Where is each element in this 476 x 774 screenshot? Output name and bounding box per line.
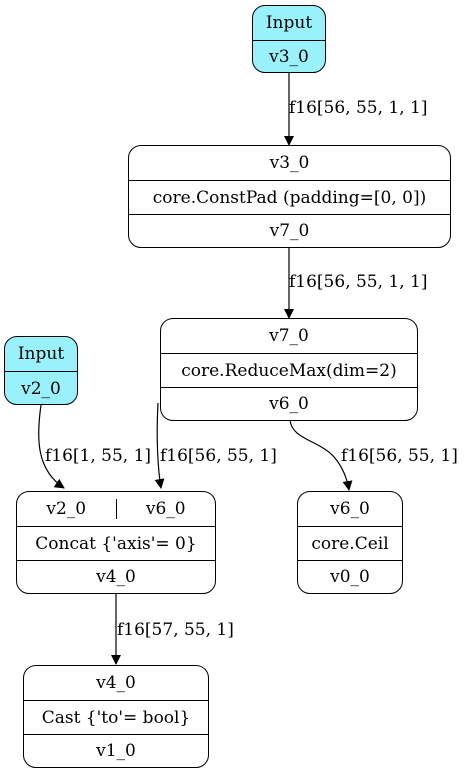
input-node-v2[interactable]: Input v2_0	[4, 336, 78, 405]
ceil-node[interactable]: v6_0 core.Ceil v0_0	[297, 491, 403, 594]
edge-label-reducemax-to-concat: f16[56, 55, 1]	[160, 446, 277, 466]
node-op-label: core.Ceil	[298, 526, 402, 560]
input-node-name: v3_0	[253, 40, 325, 72]
edge-label-v3-to-pad: f16[56, 55, 1, 1]	[289, 98, 428, 118]
input-node-v3[interactable]: Input v3_0	[252, 5, 326, 73]
input-node-name: v2_0	[5, 371, 77, 404]
node-op-label: core.ConstPad (padding=[0, 0])	[129, 180, 450, 214]
input-node-header: Input	[17, 344, 65, 364]
edge-label-concat-to-cast: f16[57, 55, 1]	[117, 620, 234, 640]
concat-node[interactable]: v2_0 v6_0 Concat {'axis'= 0} v4_0	[16, 491, 216, 594]
node-input-port-a: v2_0	[46, 499, 87, 519]
node-op-label: Concat {'axis'= 0}	[17, 526, 215, 560]
node-input-port: v4_0	[96, 673, 136, 693]
node-input-port: v6_0	[330, 499, 370, 519]
edge-reducemax-to-ceil	[289, 419, 353, 491]
node-output-port: v7_0	[129, 214, 450, 247]
cast-node[interactable]: v4_0 Cast {'to'= bool} v1_0	[23, 665, 209, 768]
node-input-port-b: v6_0	[115, 499, 216, 519]
node-output-port: v1_0	[24, 734, 208, 767]
constpad-node[interactable]: v3_0 core.ConstPad (padding=[0, 0]) v7_0	[128, 145, 451, 248]
edge-reducemax-to-concat	[154, 402, 165, 489]
node-input-port: v3_0	[269, 153, 310, 173]
reducemax-node[interactable]: v7_0 core.ReduceMax(dim=2) v6_0	[160, 318, 418, 421]
edge-v2-to-concat	[38, 404, 65, 489]
edge-label-v2-to-concat: f16[1, 55, 1]	[45, 446, 152, 466]
input-node-header: Input	[265, 13, 313, 33]
node-output-port: v0_0	[298, 560, 402, 593]
node-input-ports: v2_0 v6_0	[17, 492, 215, 526]
node-op-label: Cast {'to'= bool}	[24, 700, 208, 734]
node-op-label: core.ReduceMax(dim=2)	[161, 353, 417, 387]
node-output-port: v4_0	[17, 560, 215, 593]
node-output-port: v6_0	[161, 387, 417, 420]
edge-label-pad-to-reducemax: f16[56, 55, 1, 1]	[289, 272, 428, 292]
edge-label-reducemax-to-ceil: f16[56, 55, 1]	[341, 446, 458, 466]
node-input-port: v7_0	[269, 326, 309, 346]
